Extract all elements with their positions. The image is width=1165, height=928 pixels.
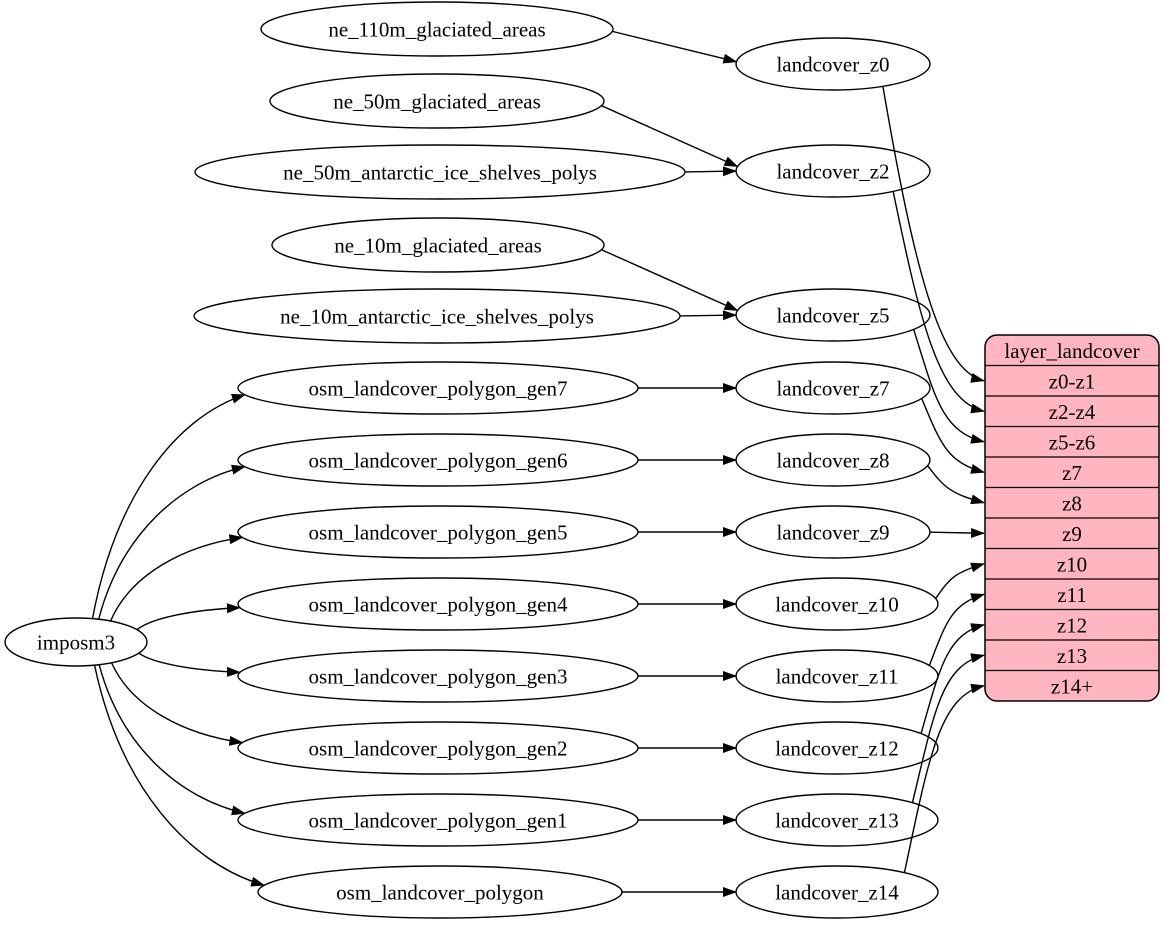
- node-ne_50m_antarctic_ice_shelves_polys: ne_50m_antarctic_ice_shelves_polys: [194, 144, 686, 200]
- node-osm_landcover_polygon: osm_landcover_polygon: [257, 865, 623, 919]
- node-label-ne_10m_antarctic_ice_shelves_polys: ne_10m_antarctic_ice_shelves_polys: [280, 305, 594, 329]
- node-label-landcover_z13: landcover_z13: [775, 809, 899, 833]
- record-row-z10: z10: [1057, 552, 1087, 576]
- node-label-ne_110m_glaciated_areas: ne_110m_glaciated_areas: [328, 18, 545, 42]
- edge-imposm3-to-osm_landcover_polygon_gen3: [138, 652, 241, 677]
- node-landcover_z14: landcover_z14: [735, 865, 939, 919]
- node-ne_50m_glaciated_areas: ne_50m_glaciated_areas: [269, 73, 605, 129]
- node-landcover_z12: landcover_z12: [735, 721, 939, 775]
- edge-landcover_z13-to-layer_landcover-z13: [911, 653, 985, 803]
- edge-ne_110m_glaciated_areas-to-landcover_z0: [612, 30, 738, 64]
- node-imposm3: imposm3: [4, 617, 148, 667]
- edge-imposm3-to-osm_landcover_polygon_gen4: [136, 603, 241, 631]
- node-ne_110m_glaciated_areas: ne_110m_glaciated_areas: [260, 1, 614, 57]
- node-label-landcover_z11: landcover_z11: [776, 665, 899, 689]
- node-landcover_z7: landcover_z7: [735, 361, 931, 415]
- edge-landcover_z12-to-layer_landcover-z12: [920, 623, 985, 734]
- edge-landcover_z5-to-layer_landcover-z5-z6: [913, 329, 985, 444]
- node-label-osm_landcover_polygon_gen3: osm_landcover_polygon_gen3: [309, 665, 568, 689]
- node-shape-imposm3: [4, 617, 148, 667]
- edge-landcover_z7-to-layer_landcover-z7: [921, 398, 985, 474]
- node-label-ne_50m_antarctic_ice_shelves_polys: ne_50m_antarctic_ice_shelves_polys: [283, 161, 597, 185]
- node-label-landcover_z14: landcover_z14: [775, 881, 899, 905]
- node-label-landcover_z9: landcover_z9: [776, 521, 889, 545]
- node-label-landcover_z5: landcover_z5: [776, 304, 889, 328]
- record-row-z14+: z14+: [1051, 674, 1093, 698]
- node-label-osm_landcover_polygon_gen4: osm_landcover_polygon_gen4: [309, 593, 568, 617]
- edge-landcover_z0-to-layer_landcover-z0-z1: [882, 86, 985, 383]
- node-landcover_z2: landcover_z2: [735, 144, 931, 198]
- edge-imposm3-to-osm_landcover_polygon_gen5: [109, 534, 244, 622]
- node-osm_landcover_polygon_gen6: osm_landcover_polygon_gen6: [237, 433, 639, 487]
- node-label-landcover_z7: landcover_z7: [776, 377, 889, 401]
- edge-landcover_z2-to-layer_landcover-z2-z4: [892, 191, 985, 414]
- edge-landcover_z11-to-layer_landcover-z11: [928, 593, 985, 666]
- record-row-z0-z1: z0-z1: [1049, 369, 1096, 393]
- edge-imposm3-to-osm_landcover_polygon: [93, 665, 266, 887]
- node-osm_landcover_polygon_gen5: osm_landcover_polygon_gen5: [237, 505, 639, 559]
- record-row-z13: z13: [1057, 644, 1087, 668]
- node-label-osm_landcover_polygon_gen7: osm_landcover_polygon_gen7: [309, 377, 568, 401]
- node-shape-landcover_z0: [735, 37, 931, 91]
- node-landcover_z9: landcover_z9: [735, 505, 931, 559]
- node-shape-ne_50m_antarctic_ice_shelves_polys: [194, 144, 686, 200]
- record-row-z8: z8: [1062, 491, 1082, 515]
- node-shape-ne_10m_glaciated_areas: [271, 217, 605, 273]
- node-osm_landcover_polygon_gen3: osm_landcover_polygon_gen3: [237, 649, 639, 703]
- node-landcover_z8: landcover_z8: [735, 433, 931, 487]
- node-label-imposm3: imposm3: [37, 631, 115, 655]
- edge-ne_10m_glaciated_areas-to-landcover_z5: [601, 249, 739, 312]
- node-osm_landcover_polygon_gen2: osm_landcover_polygon_gen2: [237, 721, 639, 775]
- node-landcover_z5: landcover_z5: [735, 288, 931, 342]
- record-title: layer_landcover: [1004, 339, 1139, 363]
- edge-ne_50m_antarctic_ice_shelves_polys-to-landcover_z2: [684, 166, 737, 177]
- node-osm_landcover_polygon_gen1: osm_landcover_polygon_gen1: [237, 793, 639, 847]
- node-shape-ne_10m_antarctic_ice_shelves_polys: [193, 288, 681, 344]
- node-osm_landcover_polygon_gen4: osm_landcover_polygon_gen4: [237, 577, 639, 631]
- record-row-z12: z12: [1057, 613, 1087, 637]
- node-ne_10m_glaciated_areas: ne_10m_glaciated_areas: [271, 217, 605, 273]
- node-label-landcover_z2: landcover_z2: [776, 160, 889, 184]
- node-label-osm_landcover_polygon_gen1: osm_landcover_polygon_gen1: [309, 809, 568, 833]
- node-label-osm_landcover_polygon_gen2: osm_landcover_polygon_gen2: [309, 737, 568, 761]
- node-label-osm_landcover_polygon_gen6: osm_landcover_polygon_gen6: [309, 449, 568, 473]
- record-row-z2-z4: z2-z4: [1049, 400, 1096, 424]
- node-label-osm_landcover_polygon: osm_landcover_polygon: [336, 881, 544, 905]
- node-label-landcover_z8: landcover_z8: [776, 449, 889, 473]
- edge-imposm3-to-osm_landcover_polygon_gen7: [91, 394, 246, 619]
- edge-landcover_z9-to-layer_landcover-z9: [929, 528, 985, 538]
- record-node-layer_landcover: layer_landcover z0-z1 z2-z4 z5-z6 z7 z8 z9 z10 z…: [984, 334, 1160, 702]
- edge-landcover_z10-to-layer_landcover-z10: [935, 562, 985, 599]
- edge-imposm3-to-osm_landcover_polygon_gen1: [98, 664, 246, 816]
- record-row-z5-z6: z5-z6: [1049, 430, 1096, 454]
- node-landcover_z0: landcover_z0: [735, 37, 931, 91]
- node-ne_10m_antarctic_ice_shelves_polys: ne_10m_antarctic_ice_shelves_polys: [193, 288, 681, 344]
- edge-imposm3-to-osm_landcover_polygon_gen6: [98, 464, 246, 620]
- record-row-z9: z9: [1062, 522, 1082, 546]
- edge-landcover_z8-to-layer_landcover-z8: [927, 465, 985, 505]
- edge-ne_10m_antarctic_ice_shelves_polys-to-landcover_z5: [679, 310, 737, 321]
- node-landcover_z11: landcover_z11: [735, 649, 939, 703]
- node-label-landcover_z12: landcover_z12: [775, 737, 899, 761]
- node-osm_landcover_polygon_gen7: osm_landcover_polygon_gen7: [237, 361, 639, 415]
- node-landcover_z13: landcover_z13: [735, 793, 939, 847]
- record-row-z11: z11: [1057, 583, 1087, 607]
- node-label-ne_10m_glaciated_areas: ne_10m_glaciated_areas: [334, 234, 542, 258]
- node-label-landcover_z0: landcover_z0: [776, 53, 889, 77]
- node-label-landcover_z10: landcover_z10: [775, 593, 899, 617]
- node-shape-ne_50m_glaciated_areas: [269, 73, 605, 129]
- node-landcover_z10: landcover_z10: [735, 577, 939, 631]
- node-label-ne_50m_glaciated_areas: ne_50m_glaciated_areas: [333, 90, 541, 114]
- node-shape-ne_110m_glaciated_areas: [260, 1, 614, 57]
- record-row-z7: z7: [1062, 461, 1082, 485]
- edge-landcover_z14-to-layer_landcover-z14+: [903, 683, 985, 873]
- edge-ne_50m_glaciated_areas-to-landcover_z2: [601, 105, 739, 168]
- edge-imposm3-to-osm_landcover_polygon_gen2: [110, 662, 244, 746]
- node-label-osm_landcover_polygon_gen5: osm_landcover_polygon_gen5: [309, 521, 568, 545]
